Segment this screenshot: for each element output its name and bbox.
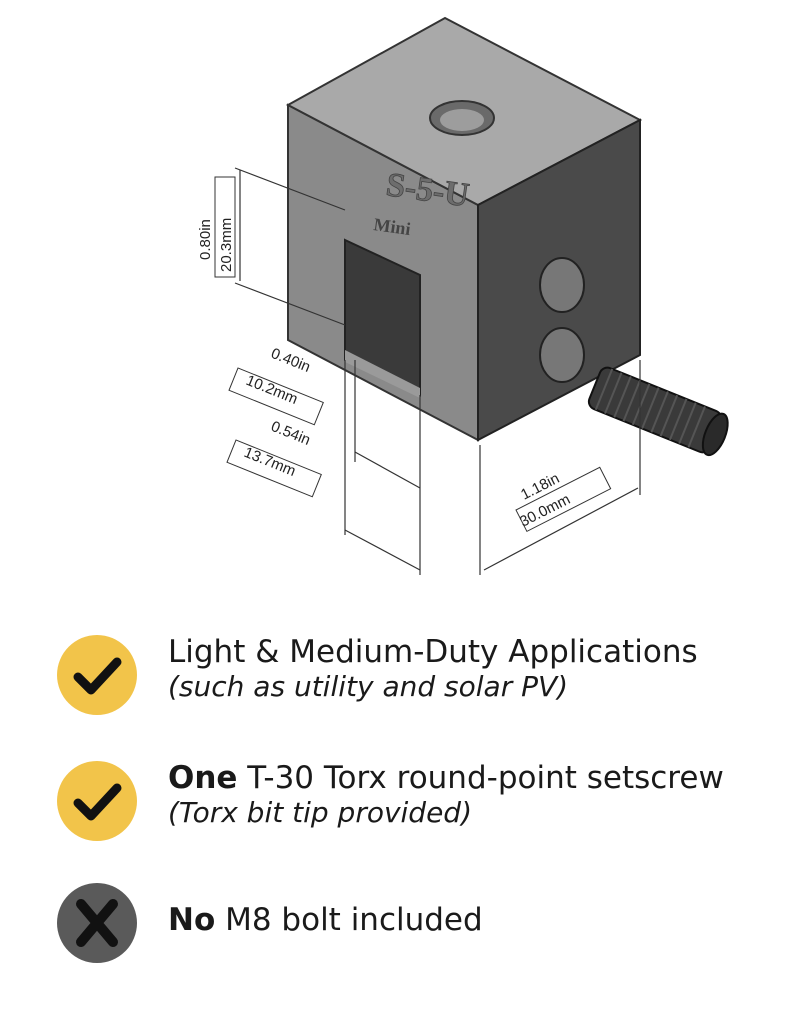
dimension-opening [344, 360, 421, 575]
product-illustration: S-5-U Mini 0.80in 20.3mm 0.40in 10.2mm 0… [197, 16, 729, 575]
feature-title: M8 bolt included [215, 902, 483, 938]
feature-title: T-30 Torx round-point setscrew [237, 760, 724, 796]
svg-text:0.54in: 0.54in [269, 418, 313, 449]
svg-text:20.3mm: 20.3mm [218, 218, 235, 272]
svg-text:10.2mm: 10.2mm [244, 372, 301, 408]
svg-text:0.80in: 0.80in [197, 219, 214, 260]
feature-bold: One [168, 760, 238, 796]
feature-item-setscrew: One T-30 Torx round-point setscrew (Torx… [56, 760, 776, 860]
dimension-width [479, 360, 641, 575]
side-threaded-hole-upper [539, 257, 585, 313]
side-threaded-hole-lower [539, 327, 585, 383]
setscrew [587, 366, 729, 457]
feature-subtitle: (such as utility and solar PV) [168, 670, 569, 703]
feature-item-applications: Light & Medium-Duty Applications (such a… [56, 634, 776, 734]
feature-title: Light & Medium-Duty Applications [168, 634, 698, 670]
dimension-slot [354, 360, 421, 500]
check-icon [56, 760, 138, 842]
check-icon [56, 634, 138, 716]
x-icon [56, 882, 138, 964]
dimension-height [234, 167, 346, 326]
feature-item-bolt: No M8 bolt included [56, 882, 776, 982]
feature-subtitle: (Torx bit tip provided) [168, 796, 473, 829]
feature-bold: No [168, 902, 216, 938]
svg-text:13.7mm: 13.7mm [242, 444, 299, 480]
